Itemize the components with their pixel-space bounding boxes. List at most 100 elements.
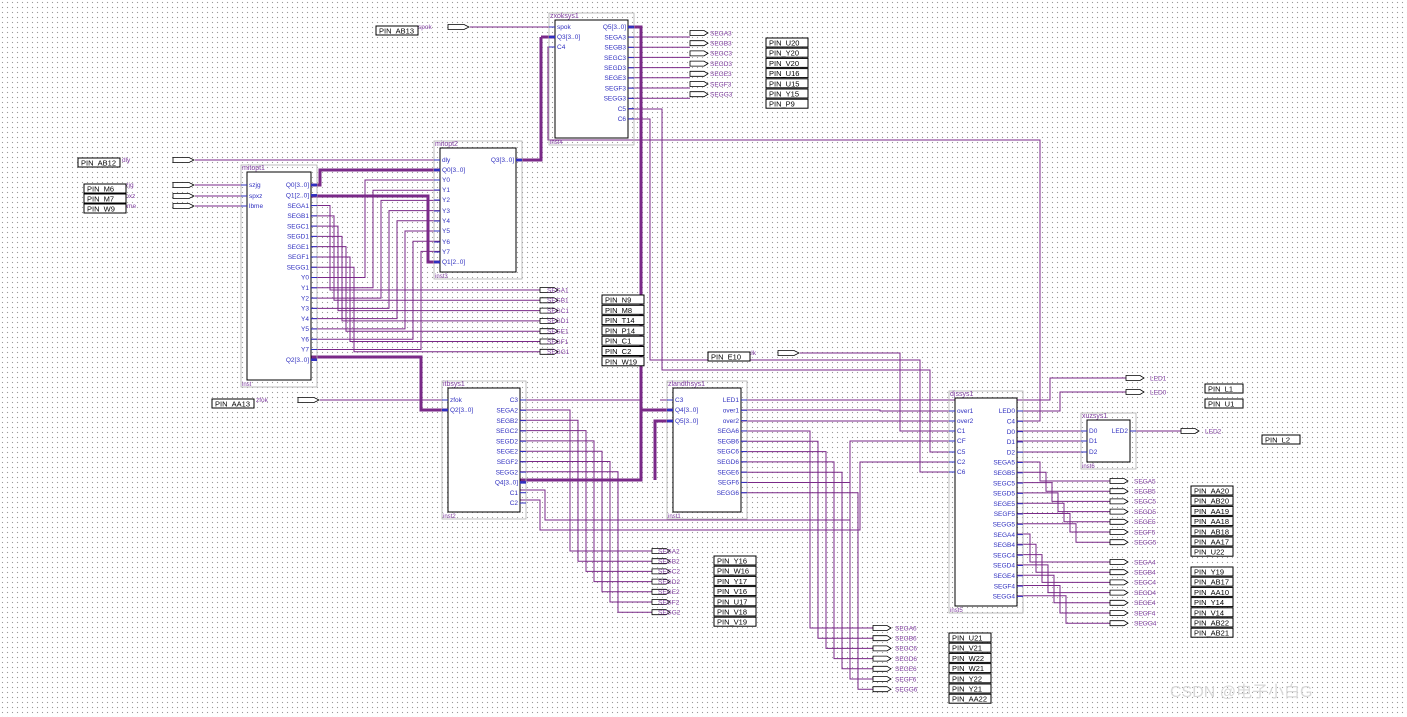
pin-box[interactable] (1190, 617, 1234, 628)
input-connector[interactable] (172, 157, 195, 163)
pin-box[interactable] (601, 335, 645, 346)
block-body[interactable] (954, 397, 1018, 607)
pin-box[interactable] (765, 88, 809, 99)
output-connector[interactable] (872, 686, 892, 693)
output-connector[interactable] (1109, 599, 1129, 606)
output-connector[interactable] (651, 568, 671, 575)
output-connector[interactable] (539, 307, 559, 314)
output-connector[interactable] (651, 548, 671, 554)
output-connector[interactable] (689, 91, 709, 98)
pin-box[interactable] (713, 555, 757, 566)
pin-box[interactable] (1204, 398, 1244, 409)
pin-box[interactable] (601, 304, 645, 315)
output-connector[interactable] (1109, 518, 1129, 525)
output-connector[interactable] (539, 287, 559, 293)
pin-box[interactable] (765, 57, 809, 68)
output-connector[interactable] (539, 297, 559, 304)
pin-box[interactable] (765, 98, 809, 109)
output-connector[interactable] (1125, 389, 1145, 395)
output-connector[interactable] (1109, 579, 1129, 586)
output-connector[interactable] (689, 40, 709, 47)
pin-box[interactable] (83, 203, 127, 214)
block-body[interactable] (439, 147, 517, 273)
output-connector[interactable] (651, 558, 671, 565)
output-connector[interactable] (1109, 620, 1129, 627)
pin-box[interactable] (375, 25, 419, 36)
pin-box[interactable] (948, 673, 992, 684)
pin-box[interactable] (601, 356, 645, 367)
output-connector[interactable] (1125, 375, 1145, 381)
pin-box[interactable] (765, 68, 809, 79)
pin-box[interactable] (601, 315, 645, 326)
input-connector[interactable] (447, 24, 470, 30)
output-connector[interactable] (651, 609, 671, 616)
pin-box[interactable] (83, 193, 127, 204)
pin-box[interactable] (713, 565, 757, 576)
pin-box[interactable] (211, 398, 255, 409)
pin-box[interactable] (713, 616, 757, 627)
block-body[interactable] (554, 19, 629, 139)
output-connector[interactable] (651, 588, 671, 595)
pin-box[interactable] (713, 596, 757, 607)
pin-box[interactable] (601, 294, 645, 305)
pin-box[interactable] (765, 47, 809, 58)
output-connector[interactable] (1109, 498, 1129, 505)
output-connector[interactable] (539, 318, 559, 324)
output-connector[interactable] (872, 635, 892, 642)
pin-box[interactable] (1190, 505, 1234, 516)
output-connector[interactable] (1109, 569, 1129, 576)
pin-box[interactable] (765, 78, 809, 89)
output-connector[interactable] (1109, 488, 1129, 495)
block-zxoksys1[interactable]: zxoksys1inst4spokQ3[3..0]C4Q5[3..0]SEGA3… (548, 12, 635, 146)
pin-box[interactable] (1204, 383, 1244, 394)
block-body[interactable] (246, 171, 312, 381)
output-connector[interactable] (1109, 508, 1129, 515)
block-zlandthsys1[interactable]: zlandthsys1inst1C3Q4[3..0]Q5[3..0]LED1ov… (666, 380, 748, 520)
pin-box[interactable] (948, 683, 992, 694)
pin-box[interactable] (1190, 566, 1234, 577)
output-connector[interactable] (1109, 610, 1129, 616)
output-connector[interactable] (872, 625, 892, 631)
pin-box[interactable] (1190, 546, 1234, 557)
pin-box[interactable] (1190, 627, 1234, 638)
output-connector[interactable] (872, 676, 892, 682)
output-connector[interactable] (1109, 478, 1129, 484)
pin-box[interactable] (1190, 576, 1234, 587)
block-body[interactable] (1086, 419, 1131, 463)
input-connector[interactable] (297, 397, 320, 403)
output-connector[interactable] (689, 30, 709, 36)
output-connector[interactable] (539, 328, 559, 335)
output-connector[interactable] (651, 599, 671, 605)
pin-box[interactable] (948, 642, 992, 653)
pin-box[interactable] (765, 37, 809, 48)
block-djssys1[interactable]: djssys1inst5over1over2C1CFC5C2C6LED0C4D0… (948, 390, 1024, 614)
pin-box[interactable] (601, 346, 645, 356)
output-connector[interactable] (651, 578, 671, 585)
input-connector[interactable] (777, 350, 800, 356)
output-connector[interactable] (1109, 529, 1129, 535)
pin-box[interactable] (601, 325, 645, 336)
output-connector[interactable] (539, 338, 559, 345)
pin-box[interactable] (1190, 526, 1234, 537)
input-connector[interactable] (172, 182, 195, 188)
pin-box[interactable] (1190, 485, 1234, 496)
pin-box[interactable] (83, 183, 127, 194)
block-mitopt1[interactable]: mitopt1instszjgspxzlbmeQ0[3..0]Q1[2..0]S… (240, 164, 318, 388)
output-connector[interactable] (689, 70, 709, 77)
block-itbsys1[interactable]: itbsys1inst2zfokQ2[3..0]C3SEGA2SEGB2SEGC… (441, 380, 527, 520)
input-connector[interactable] (172, 203, 195, 209)
output-connector[interactable] (689, 81, 709, 87)
block-body[interactable] (447, 387, 521, 513)
output-connector[interactable] (539, 348, 559, 355)
output-connector[interactable] (1109, 539, 1129, 546)
pin-box[interactable] (713, 575, 757, 586)
